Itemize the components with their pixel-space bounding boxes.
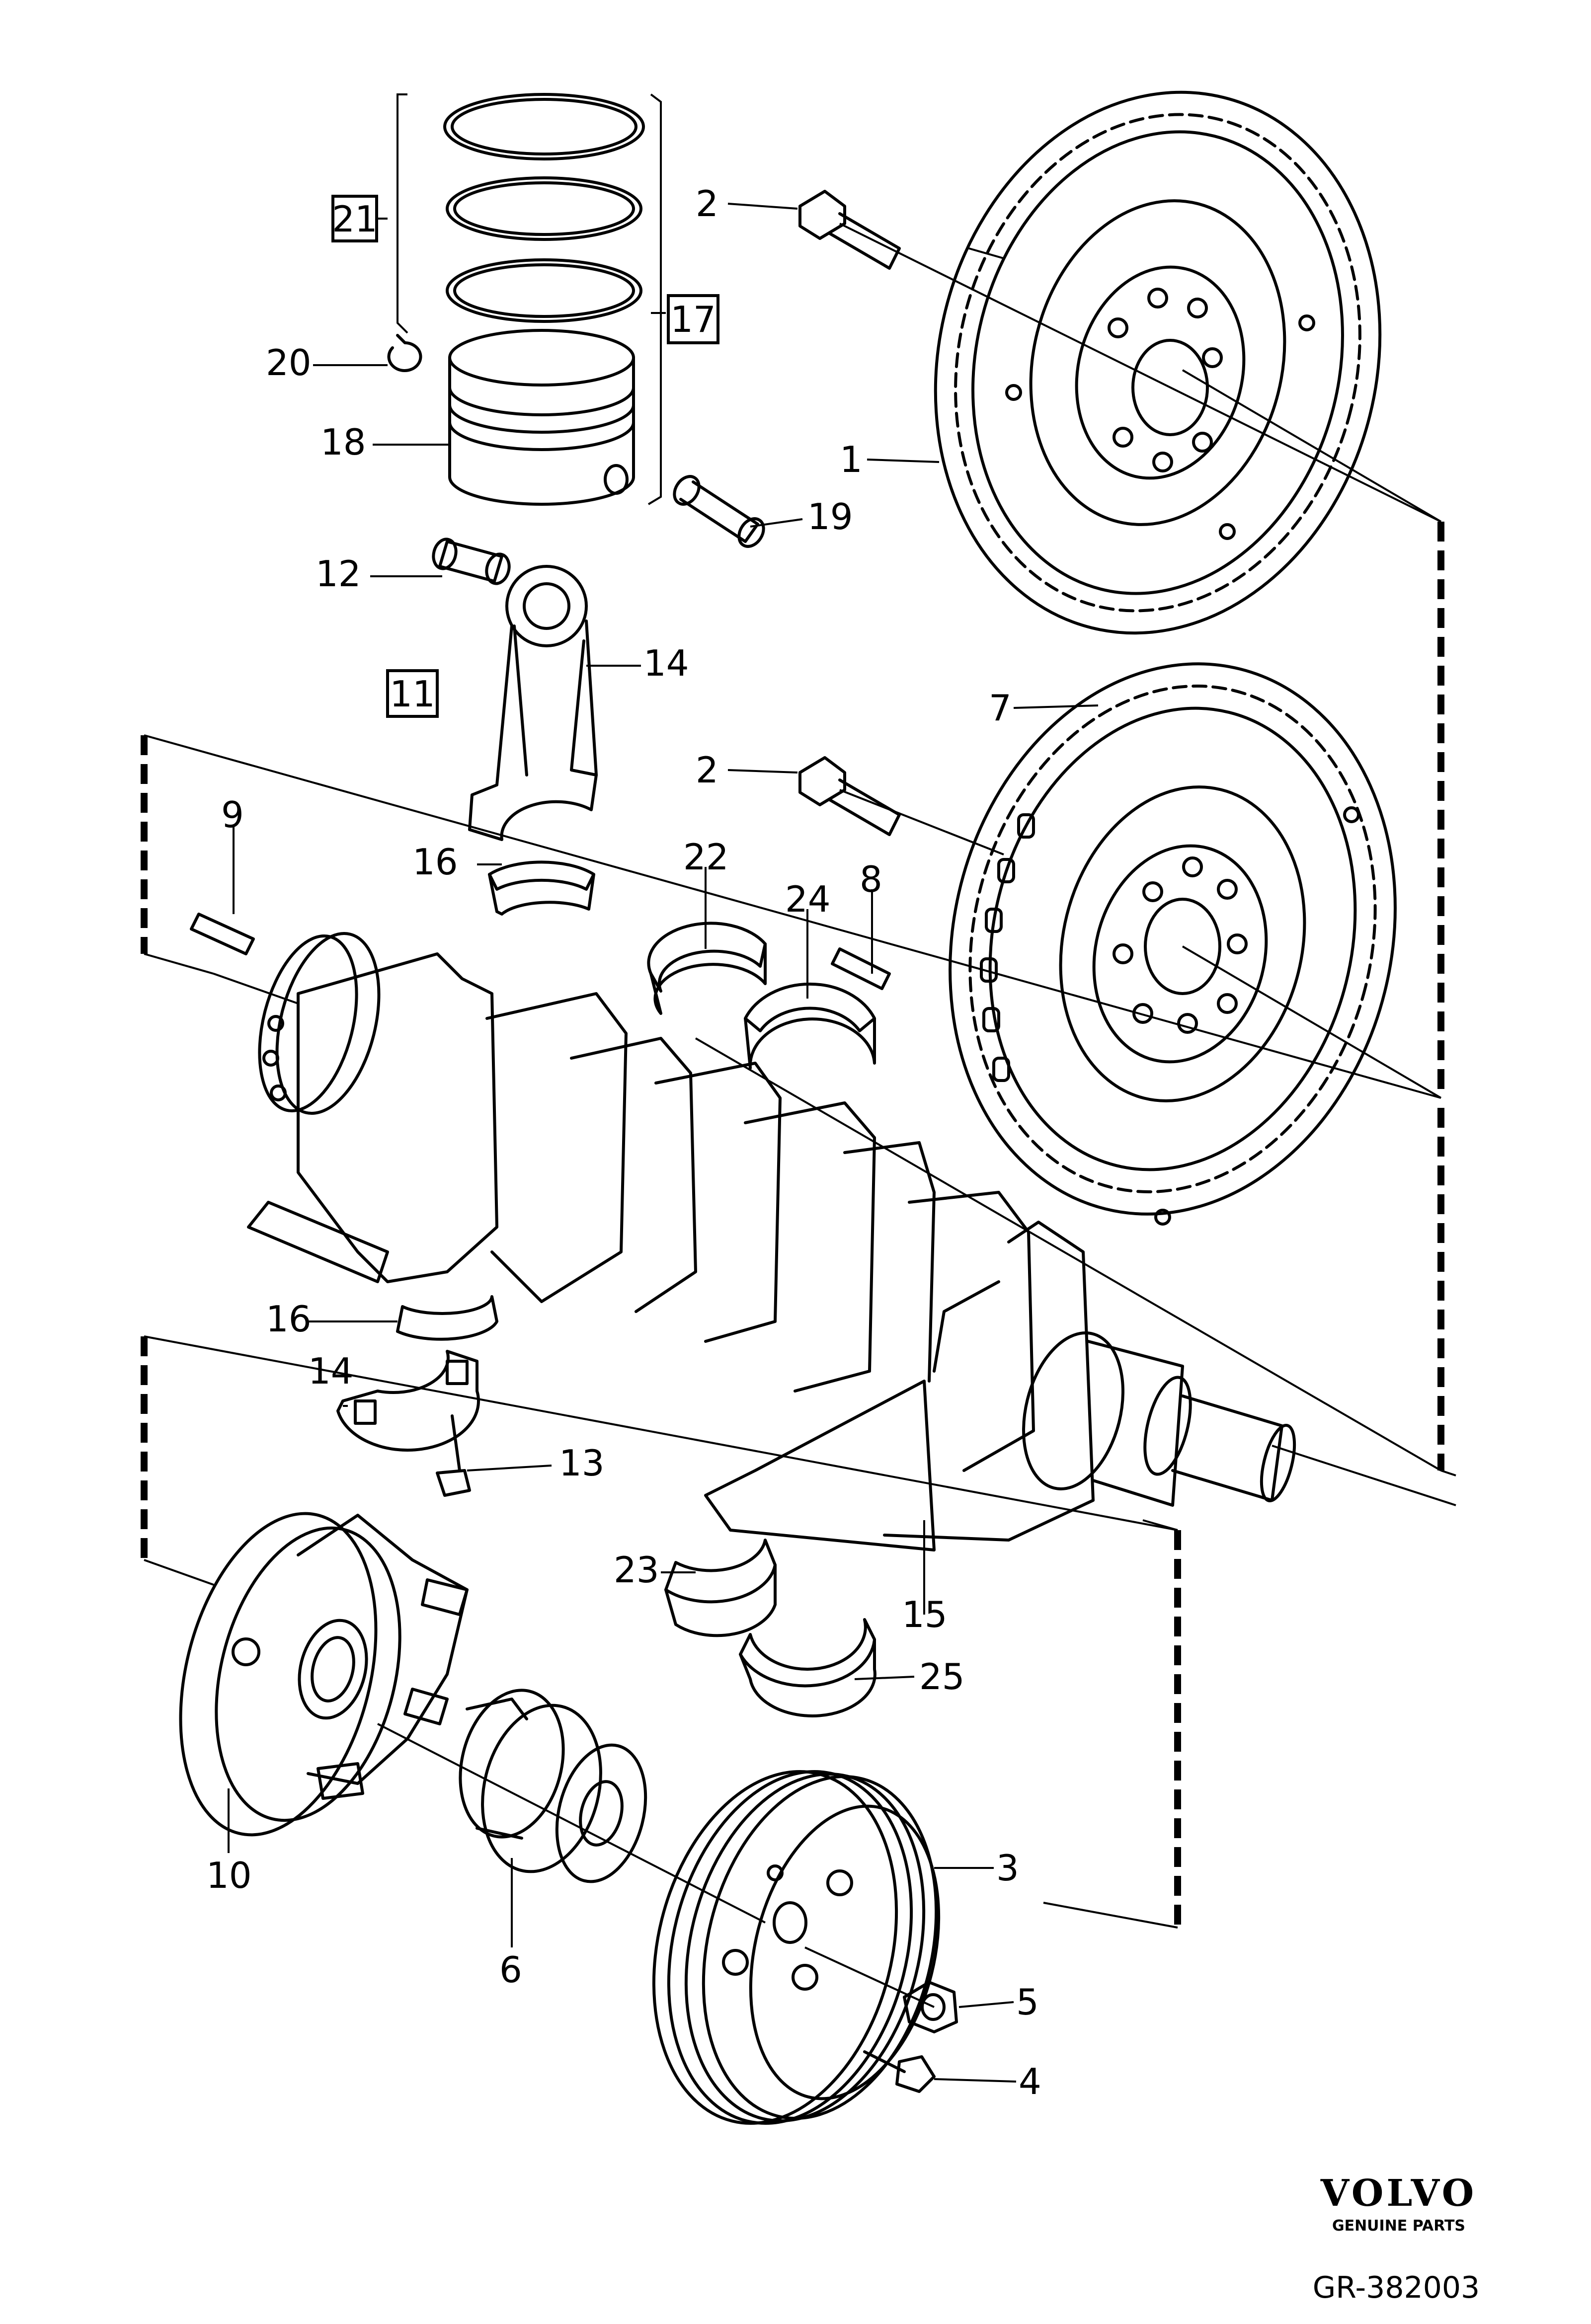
brand-tagline: GENUINE PARTS — [1332, 2217, 1465, 2235]
rod-cap-bolt — [436, 1414, 471, 1497]
drawing-code: GR-382003 — [1313, 2270, 1480, 2305]
piston-pin — [673, 475, 765, 548]
flywheel-bolt-lower — [798, 756, 901, 836]
callout-10: 10 — [206, 1855, 252, 1896]
callout-3: 3 — [996, 1847, 1019, 1889]
callout-20: 20 — [266, 342, 312, 384]
callout-box-21: 21 — [331, 195, 378, 242]
pulley-center-bolt — [903, 1981, 958, 2033]
crankshaft — [247, 932, 1296, 1551]
guide-pin — [190, 913, 255, 955]
callout-24: 24 — [785, 878, 831, 920]
piston-assembly-bracket — [647, 93, 662, 505]
ring-set-bracket — [397, 93, 408, 334]
piston-rings — [443, 93, 645, 323]
callouts: 2 1 2 7 3 5 4 6 10 9 8 24 22 16 12 14 18… — [206, 183, 1041, 2102]
thrust-washer-lower — [739, 1618, 876, 1717]
crankshaft-pin — [831, 947, 891, 990]
callout-16-lower: 16 — [266, 1298, 312, 1340]
brand-logo: VOLVO — [1320, 2172, 1477, 2215]
connecting-rod-cap — [336, 1350, 480, 1452]
callout-21: 21 — [332, 198, 378, 240]
callout-box-17: 17 — [667, 294, 719, 344]
thrust-washer-upper — [744, 982, 876, 1070]
pulley-bolt — [863, 2050, 936, 2093]
main-bearing-lower — [664, 1539, 777, 1637]
rod-bearing-lower — [396, 1295, 498, 1341]
callout-15: 15 — [902, 1594, 948, 1635]
callout-13: 13 — [559, 1442, 605, 1484]
callout-7: 7 — [989, 687, 1012, 729]
flywheel-dual-mass — [934, 90, 1382, 635]
callout-23: 23 — [614, 1549, 659, 1591]
callout-2-upper: 2 — [696, 183, 718, 225]
callout-9: 9 — [221, 794, 244, 836]
leader-lines — [228, 203, 1099, 2083]
callout-22: 22 — [683, 836, 729, 878]
callout-17: 17 — [670, 299, 716, 340]
callout-19: 19 — [807, 496, 853, 538]
connecting-rod — [468, 565, 598, 841]
callout-2-lower: 2 — [696, 749, 718, 791]
callout-1: 1 — [840, 439, 863, 480]
callout-14-lower: 14 — [308, 1350, 354, 1392]
callout-8: 8 — [860, 858, 882, 900]
crank-pulley — [652, 1770, 941, 2125]
crank-gear — [459, 1689, 647, 1883]
assembly-lines — [144, 223, 1456, 2008]
rod-bearing-upper — [488, 860, 595, 916]
callout-25: 25 — [919, 1656, 965, 1698]
circlip — [387, 334, 422, 372]
callout-4: 4 — [1019, 2061, 1041, 2102]
oil-pump — [179, 1512, 469, 1837]
callout-18: 18 — [320, 421, 366, 463]
flywheel-single-mass — [949, 662, 1397, 1226]
crankshaft-axis — [213, 973, 1456, 1506]
callout-16-upper: 16 — [412, 841, 458, 883]
callout-box-11: 11 — [386, 669, 439, 718]
callout-11: 11 — [390, 673, 435, 715]
callout-6: 6 — [499, 1949, 522, 1991]
dash-lines — [141, 522, 1444, 1928]
flywheel-bolt-upper — [798, 190, 901, 270]
brand-block: VOLVO GENUINE PARTS GR-382003 — [1313, 2172, 1480, 2305]
connecting-rod-bushing — [432, 538, 511, 585]
piston — [448, 329, 635, 506]
flywheel-window-holes — [980, 813, 1035, 1082]
main-bearing-upper — [647, 922, 767, 1015]
callout-12: 12 — [316, 553, 361, 595]
callout-14-upper: 14 — [643, 642, 689, 684]
callout-5: 5 — [1016, 1981, 1039, 2023]
